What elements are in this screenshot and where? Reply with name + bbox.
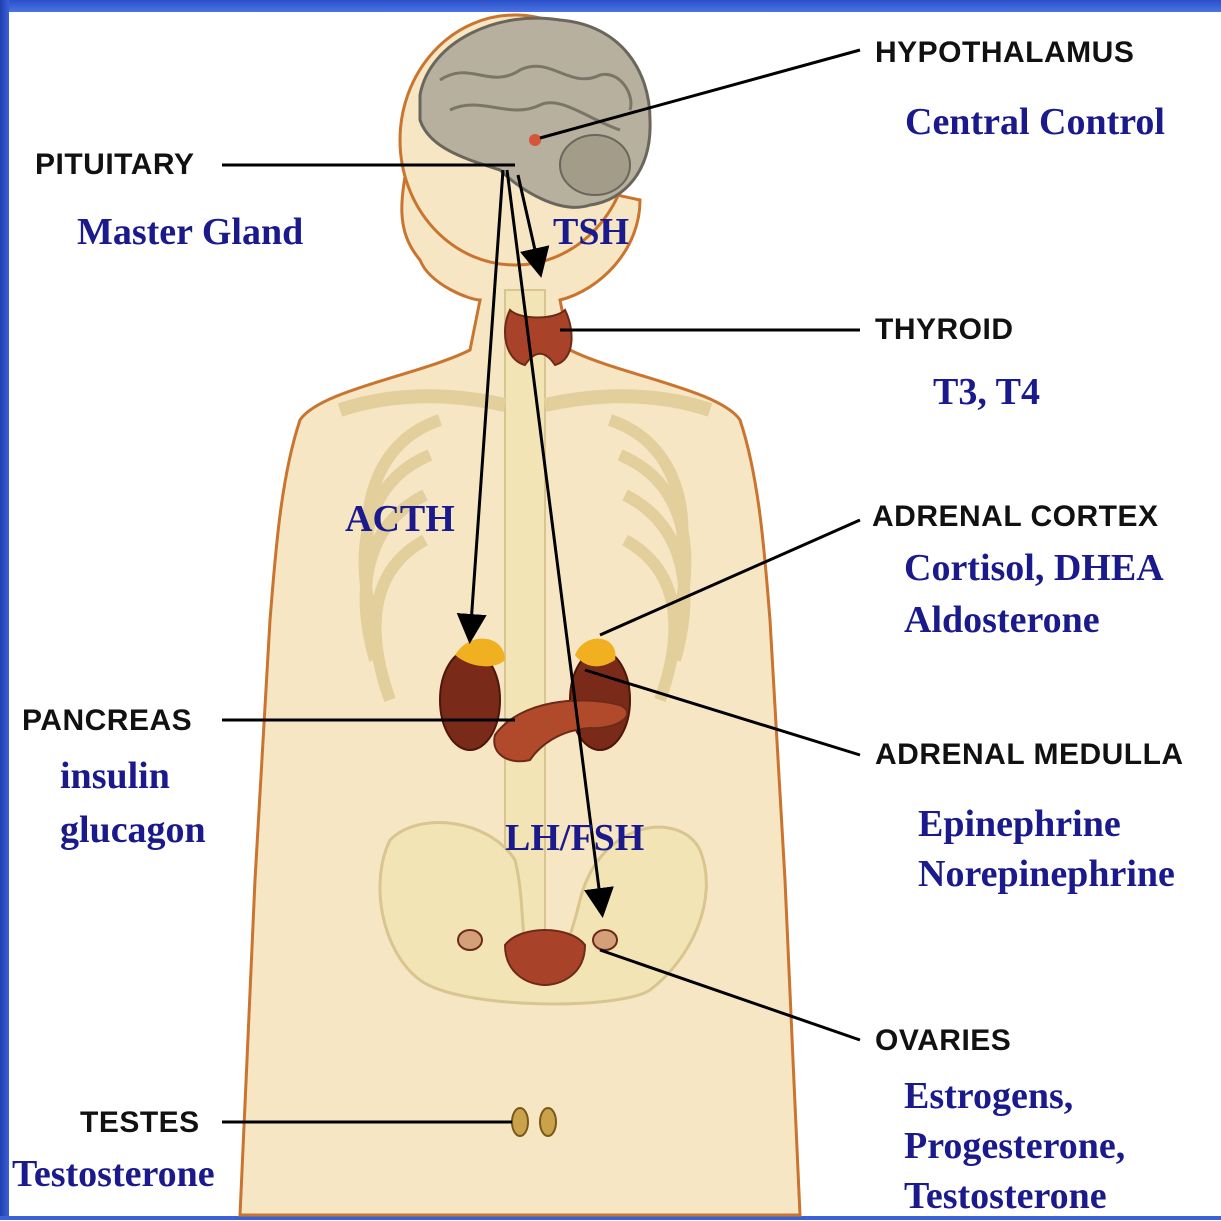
- adrenal-cortex-hormones-1: Cortisol, DHEA: [904, 544, 1164, 593]
- ovary-right: [593, 930, 617, 950]
- pancreas-hormones-1: insulin: [60, 752, 170, 801]
- testis-right: [540, 1108, 556, 1136]
- hypothalamus-role: Central Control: [905, 98, 1165, 147]
- pancreas-label: PANCREAS: [22, 704, 192, 738]
- pituitary-label: PITUITARY: [35, 148, 195, 182]
- ovaries-hormones-3: Testosterone: [904, 1172, 1107, 1221]
- hypothalamus-dot: [529, 134, 541, 146]
- testis-left: [512, 1108, 528, 1136]
- adrenal-cortex-hormones-2: Aldosterone: [904, 596, 1100, 645]
- tsh-signal: TSH: [553, 208, 629, 257]
- hypothalamus-label: HYPOTHALAMUS: [875, 36, 1134, 70]
- pancreas-hormones-2: glucagon: [60, 806, 206, 855]
- acth-signal: ACTH: [345, 495, 455, 544]
- pituitary-role: Master Gland: [77, 208, 303, 257]
- thyroid-hormones: T3, T4: [933, 368, 1040, 417]
- adrenal-cortex-label: ADRENAL CORTEX: [872, 500, 1158, 534]
- adrenal-medulla-hormones-2: Norepinephrine: [918, 850, 1175, 899]
- ovaries-hormones-2: Progesterone,: [904, 1122, 1125, 1171]
- adrenal-medulla-label: ADRENAL MEDULLA: [875, 738, 1184, 772]
- lh-fsh-signal: LH/FSH: [505, 814, 644, 863]
- thyroid-label: THYROID: [875, 313, 1014, 347]
- testes-label: TESTES: [80, 1106, 200, 1140]
- testes-hormones: Testosterone: [12, 1150, 215, 1199]
- adrenal-medulla-hormones-1: Epinephrine: [918, 800, 1121, 849]
- ovary-left: [458, 930, 482, 950]
- ovaries-hormones-1: Estrogens,: [904, 1072, 1073, 1121]
- ovaries-label: OVARIES: [875, 1024, 1011, 1058]
